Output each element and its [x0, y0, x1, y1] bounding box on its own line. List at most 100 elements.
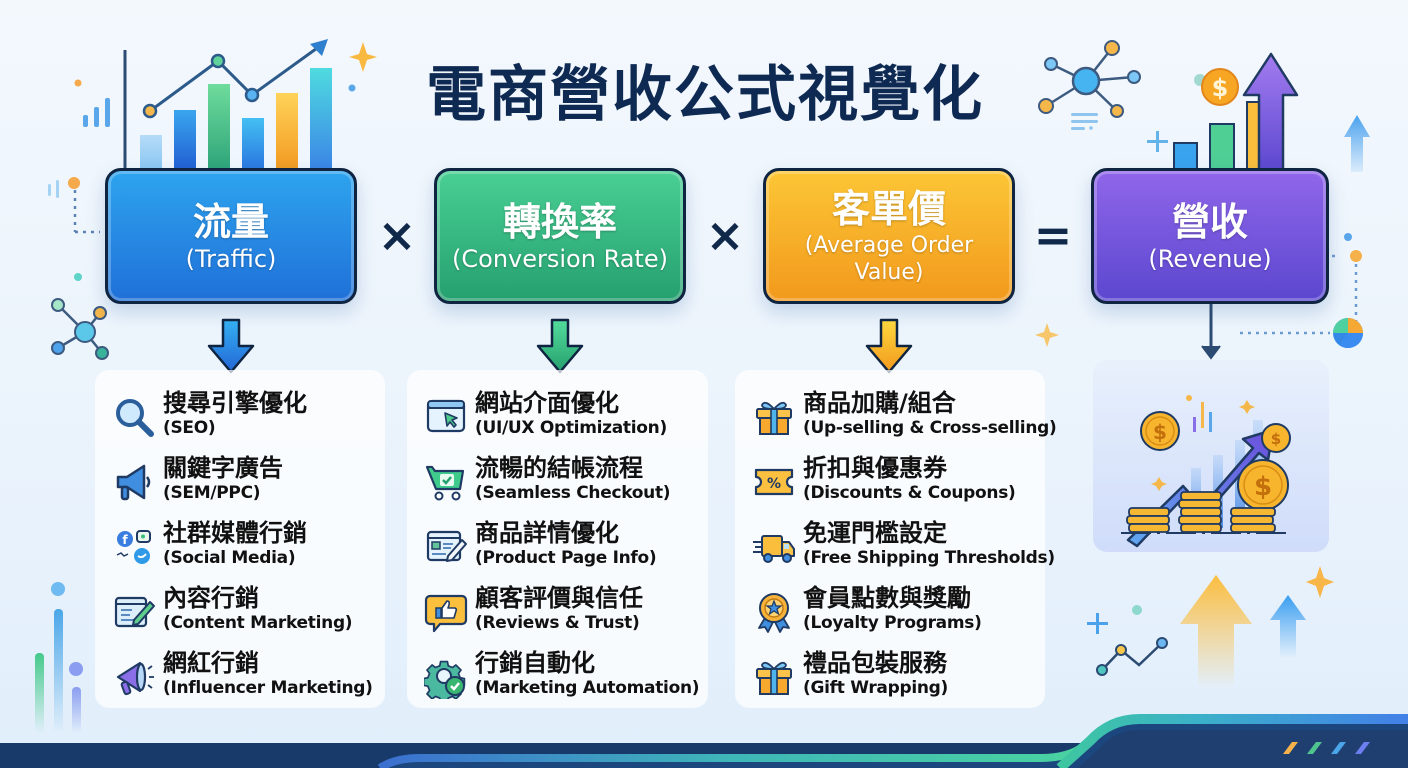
list-item: 商品加購/組合(Up-selling & Cross-selling): [749, 388, 1057, 448]
multiply-operator: ×: [705, 208, 745, 262]
aov-label-en-2: Value): [854, 260, 924, 285]
item-subtitle: (Free Shipping Thresholds): [803, 548, 1055, 568]
svg-text:$: $: [1153, 420, 1167, 444]
bottom-banner: [0, 714, 1408, 768]
list-item: 網紅行銷(Influencer Marketing): [109, 648, 373, 708]
traffic-tactics-list: 搜尋引擎優化(SEO) 關鍵字廣告(SEM/PPC) f 社群媒體行銷(Soci…: [95, 370, 385, 708]
list-item: 流暢的結帳流程(Seamless Checkout): [421, 453, 671, 513]
cart-check-icon: [421, 459, 471, 505]
item-title: 商品詳情優化: [475, 519, 619, 547]
gift-icon: [749, 654, 799, 700]
conversion-label-zh: 轉換率: [502, 199, 617, 244]
item-title: 關鍵字廣告: [163, 454, 283, 482]
item-subtitle: (Loyalty Programs): [803, 613, 982, 633]
gift-icon: [749, 394, 799, 440]
conversion-tactics-list: 網站介面優化(UI/UX Optimization) 流暢的結帳流程(Seaml…: [407, 370, 708, 708]
arrow-down-icon: [536, 318, 584, 374]
item-subtitle: (UI/UX Optimization): [475, 418, 667, 438]
megaphone-icon: [109, 459, 159, 505]
arrow-down-thin-icon: [1201, 304, 1221, 360]
item-subtitle: (SEO): [163, 418, 216, 438]
bar-line-chart-illustration: [74, 39, 377, 168]
item-subtitle: (Up-selling & Cross-selling): [803, 418, 1057, 438]
formula-box-aov: 客單價 (Average Order Value): [763, 168, 1015, 304]
equals-operator: =: [1033, 208, 1073, 262]
item-title: 會員點數與獎勵: [803, 584, 971, 612]
item-title: 社群媒體行銷: [163, 519, 307, 547]
list-item: 行銷自動化(Marketing Automation): [421, 648, 700, 708]
list-item: 內容行銷(Content Marketing): [109, 583, 353, 643]
list-item: 搜尋引擎優化(SEO): [109, 388, 307, 448]
item-subtitle: (Reviews & Trust): [475, 613, 640, 633]
item-title: 商品加購/組合: [803, 389, 956, 417]
item-title: 網站介面優化: [475, 389, 619, 417]
multiply-operator: ×: [377, 208, 417, 262]
list-item: 商品詳情優化(Product Page Info): [421, 518, 657, 578]
coins-growth-illustration: $ $ $: [1121, 395, 1291, 548]
coupon-percent-icon: %: [749, 459, 799, 505]
list-item: 會員點數與獎勵(Loyalty Programs): [749, 583, 982, 643]
gear-check-icon: [421, 654, 471, 700]
svg-text:$: $: [1212, 74, 1229, 102]
list-item: 免運門檻設定(Free Shipping Thresholds): [749, 518, 1055, 578]
delivery-truck-icon: [749, 524, 799, 570]
item-subtitle: (Seamless Checkout): [475, 483, 671, 503]
formula-box-revenue: 營收 (Revenue): [1091, 168, 1329, 304]
upward-arrows-illustration: [1087, 566, 1334, 688]
list-item: % 折扣與優惠券(Discounts & Coupons): [749, 453, 1016, 513]
item-subtitle: (Marketing Automation): [475, 678, 700, 698]
page-edit-icon: [421, 524, 471, 570]
magnifier-icon: [109, 394, 159, 440]
item-title: 內容行銷: [163, 584, 259, 612]
conversion-label-en: (Conversion Rate): [452, 244, 668, 273]
revenue-label-zh: 營收: [1171, 199, 1248, 244]
svg-text:f: f: [122, 533, 128, 547]
network-hub-illustration: [1038, 40, 1141, 130]
traffic-label-en: (Traffic): [185, 244, 277, 273]
list-item: 顧客評價與信任(Reviews & Trust): [421, 583, 643, 643]
item-subtitle: (Product Page Info): [475, 548, 657, 568]
item-title: 免運門檻設定: [803, 519, 947, 547]
growth-chart-illustration: $: [1147, 52, 1370, 172]
thumbs-up-bubble-icon: [421, 589, 471, 635]
svg-text:%: %: [767, 476, 781, 492]
item-subtitle: (Influencer Marketing): [163, 678, 373, 698]
item-subtitle: (Social Media): [163, 548, 296, 568]
sparkle-icon: [1035, 323, 1059, 347]
traffic-label-zh: 流量: [192, 199, 269, 244]
pie-connector-illustration: [1240, 233, 1363, 348]
item-subtitle: (Discounts & Coupons): [803, 483, 1016, 503]
megaphone-purple-icon: [109, 654, 159, 700]
svg-text:$: $: [1271, 430, 1281, 448]
item-subtitle: (SEM/PPC): [163, 483, 261, 503]
browser-cursor-icon: [421, 394, 471, 440]
item-title: 折扣與優惠券: [803, 454, 947, 482]
list-item: 禮品包裝服務(Gift Wrapping): [749, 648, 948, 708]
network-node-illustration: [48, 177, 109, 360]
item-subtitle: (Gift Wrapping): [803, 678, 949, 698]
svg-text:$: $: [1254, 472, 1272, 502]
item-title: 顧客評價與信任: [475, 584, 643, 612]
aov-label-zh: 客單價: [831, 187, 946, 231]
item-title: 禮品包裝服務: [803, 649, 947, 677]
item-title: 流暢的結帳流程: [475, 454, 643, 482]
decorative-bars: [35, 582, 83, 733]
arrow-down-icon: [207, 318, 255, 374]
revenue-label-en: (Revenue): [1148, 244, 1272, 273]
revenue-growth-panel: $ $ $: [1093, 360, 1329, 552]
item-title: 行銷自動化: [475, 649, 595, 677]
item-subtitle: (Content Marketing): [163, 613, 353, 633]
page-title: 電商營收公式視覺化: [426, 60, 984, 130]
award-medal-icon: [749, 589, 799, 635]
formula-box-traffic: 流量 (Traffic): [105, 168, 357, 304]
list-item: f 社群媒體行銷(Social Media): [109, 518, 307, 578]
aov-label-en-1: (Average Order: [804, 233, 974, 258]
aov-tactics-list: 商品加購/組合(Up-selling & Cross-selling) % 折扣…: [735, 370, 1057, 708]
item-title: 搜尋引擎優化: [163, 389, 307, 417]
list-item: 網站介面優化(UI/UX Optimization): [421, 388, 667, 448]
document-pencil-icon: [109, 589, 159, 635]
arrow-down-icon: [865, 318, 913, 374]
list-item: 關鍵字廣告(SEM/PPC): [109, 453, 283, 513]
item-title: 網紅行銷: [163, 649, 259, 677]
formula-box-conversion: 轉換率 (Conversion Rate): [434, 168, 686, 304]
